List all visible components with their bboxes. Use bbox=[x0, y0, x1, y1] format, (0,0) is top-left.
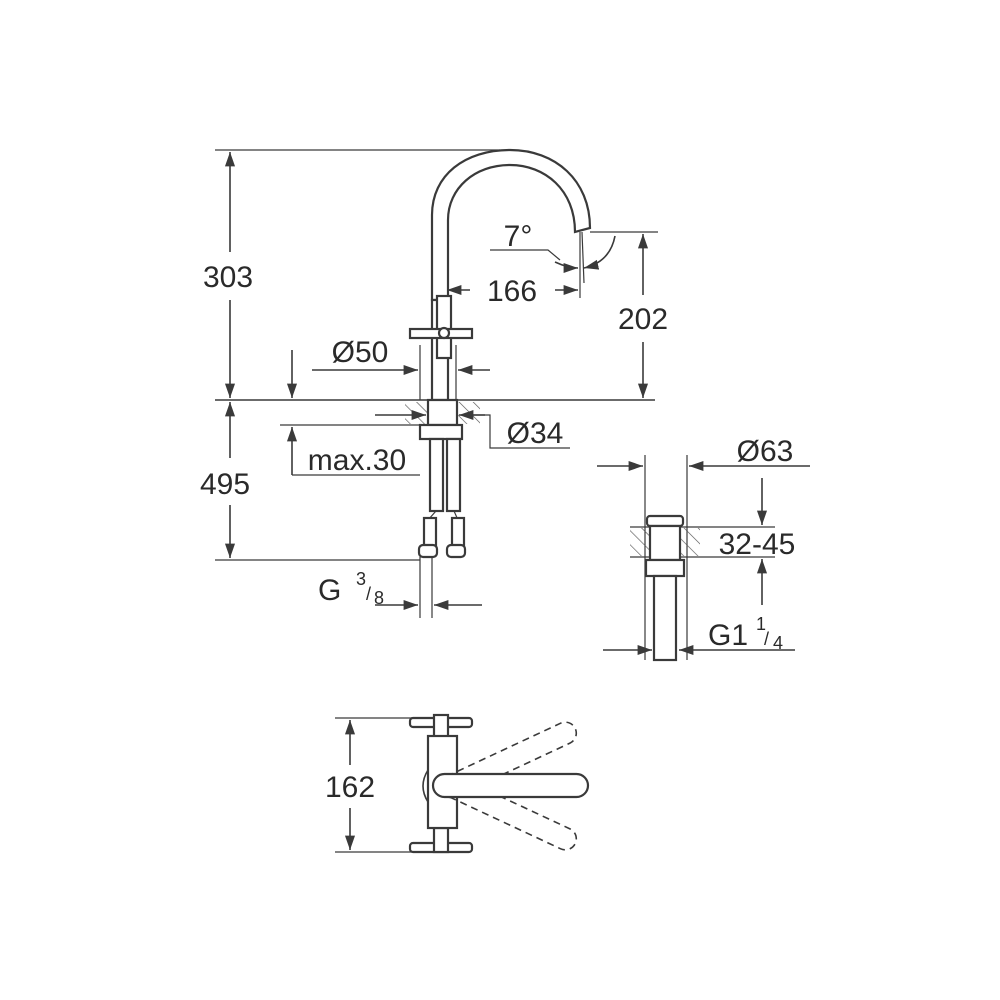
dim-max30: max.30 bbox=[308, 444, 406, 477]
waste-thread-denominator: 4 bbox=[773, 633, 783, 653]
supply-thread-dimension: G 3 / 8 bbox=[318, 557, 482, 618]
fraction-slash: / bbox=[764, 629, 769, 649]
dim-162: 162 bbox=[325, 771, 375, 804]
spout-height-dimension: 202 bbox=[590, 231, 668, 398]
fraction-slash: / bbox=[366, 584, 371, 604]
dim-7deg: 7° bbox=[504, 220, 533, 253]
dim-166: 166 bbox=[487, 275, 537, 308]
dim-d63: Ø63 bbox=[737, 435, 794, 468]
dim-303: 303 bbox=[203, 261, 253, 294]
thread-denominator: 8 bbox=[374, 588, 384, 608]
faucet-top-view: 162 bbox=[325, 713, 590, 854]
deck-thickness-dimension: max.30 bbox=[280, 350, 420, 477]
thread-numerator: 3 bbox=[356, 569, 366, 589]
dim-32-45: 32-45 bbox=[719, 528, 796, 561]
waste-thread-numerator: 1 bbox=[756, 614, 766, 634]
waste-side-view: Ø63 32-45 G1 1 / 4 bbox=[597, 435, 810, 662]
dim-d50: Ø50 bbox=[332, 336, 389, 369]
spout-reach-dimension: 166 bbox=[447, 232, 581, 308]
hole-diameter-dimension: Ø34 bbox=[375, 409, 570, 450]
dim-d34: Ø34 bbox=[507, 417, 564, 450]
faucet-side-view bbox=[405, 148, 592, 559]
dim-g114: G1 bbox=[708, 619, 748, 652]
dim-g38: G bbox=[318, 574, 341, 607]
dim-495: 495 bbox=[200, 468, 250, 501]
dim-202: 202 bbox=[618, 303, 668, 336]
angle-dimension: 7° bbox=[490, 220, 616, 284]
height-dimension: 303 495 bbox=[200, 149, 500, 561]
base-diameter-dimension: Ø50 bbox=[312, 336, 490, 400]
